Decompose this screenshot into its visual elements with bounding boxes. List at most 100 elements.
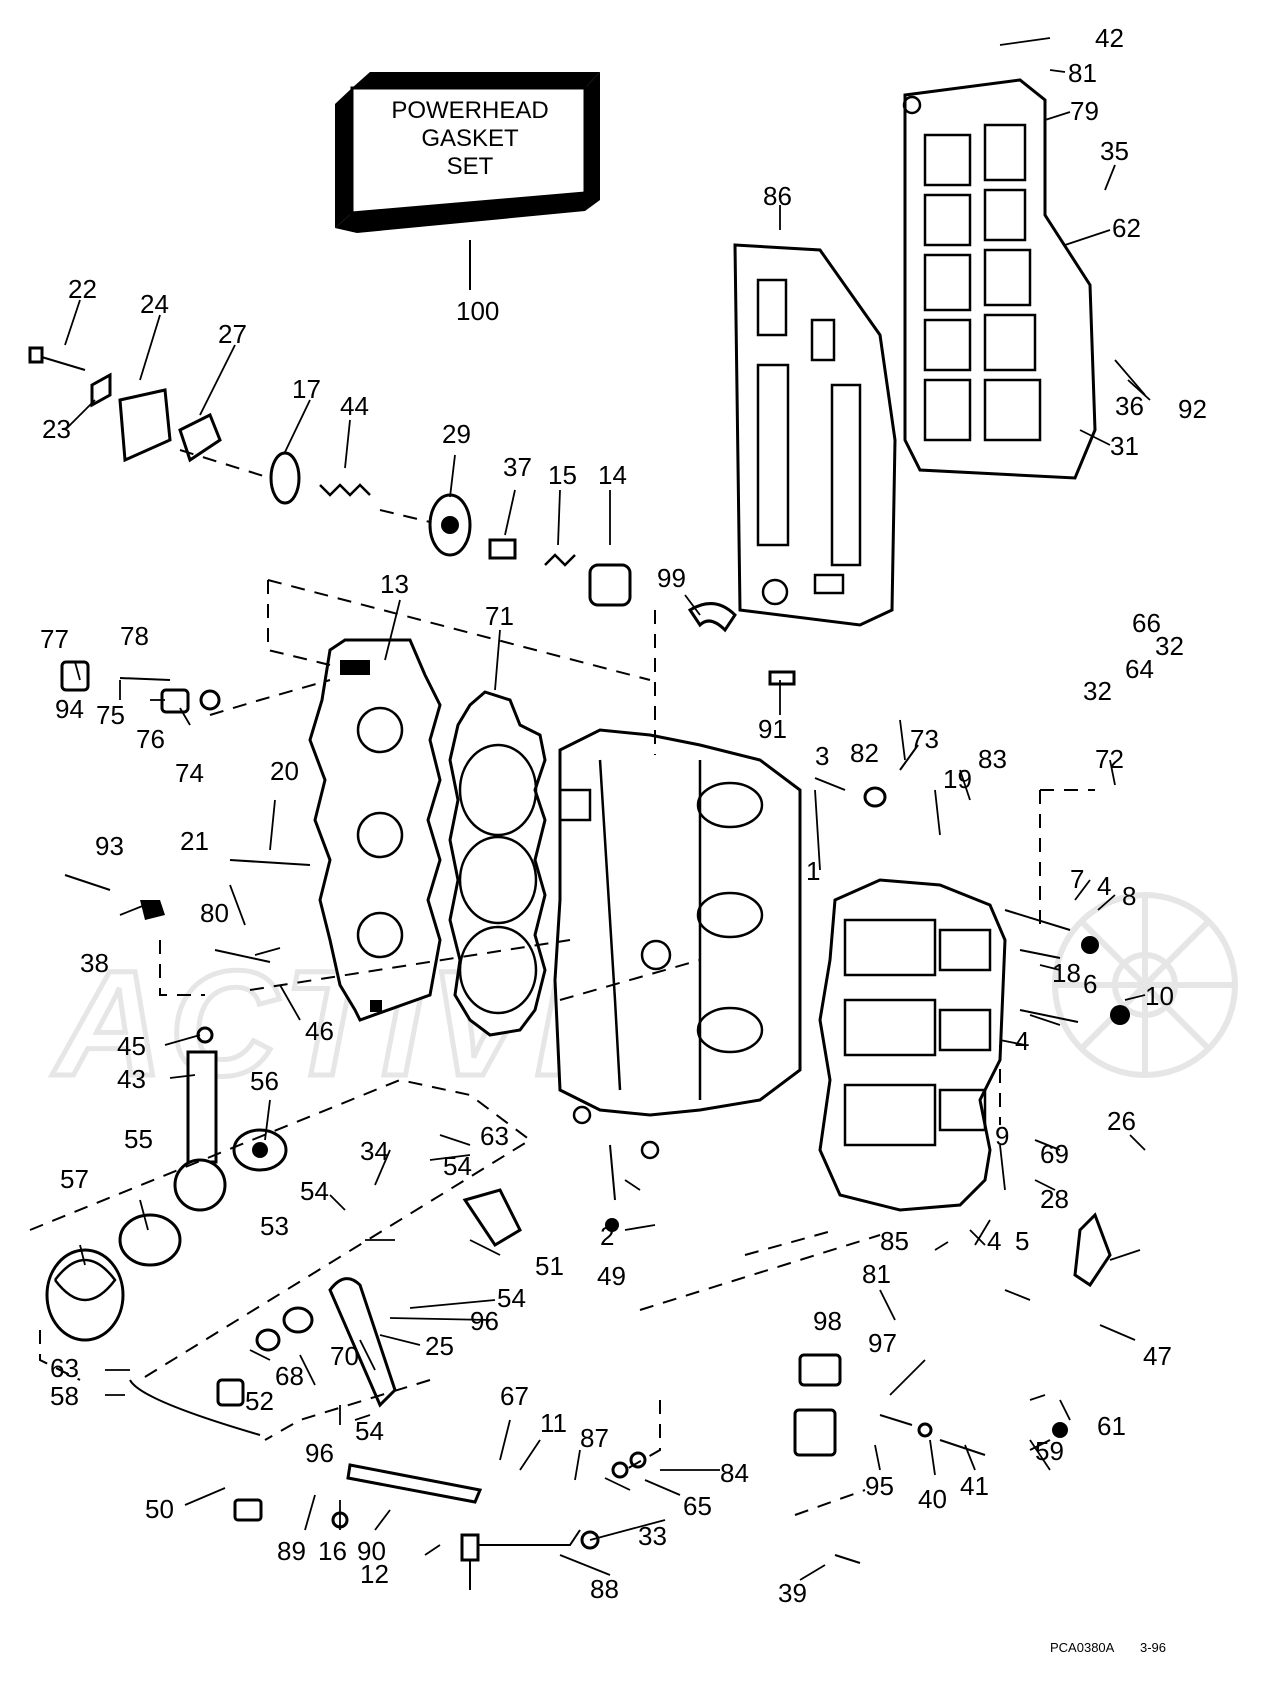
gasket-box-line3: SET	[447, 153, 494, 180]
head-gasket-71	[448, 690, 547, 1037]
callout-96b: 96	[305, 1438, 334, 1468]
callout-81a: 81	[1068, 58, 1097, 88]
callout-64: 64	[1125, 654, 1154, 684]
callout-38: 38	[80, 948, 109, 978]
callout-22: 22	[68, 274, 97, 304]
callout-50: 50	[145, 1494, 174, 1524]
exhaust-cover-31	[902, 78, 1097, 480]
callout-82: 82	[850, 738, 879, 768]
assembly-dashed-lines	[29, 579, 1095, 1516]
callout-20: 20	[270, 756, 299, 786]
callout-7: 7	[1070, 864, 1084, 894]
callout-67: 67	[500, 1381, 529, 1411]
exhaust-gasket-86	[733, 243, 897, 627]
drawing-code: PCA0380A	[1050, 1640, 1115, 1655]
callout-45: 45	[117, 1031, 146, 1061]
callout-74: 74	[175, 758, 204, 788]
callout-93: 93	[95, 831, 124, 861]
callout-4b: 4	[1015, 1026, 1029, 1056]
callout-labels: 100 42 81 79 35 62 36 92 31 86 22 24 27 …	[40, 23, 1207, 1608]
gasket-set-box: POWERHEAD GASKET SET	[335, 72, 600, 290]
callout-42: 42	[1095, 23, 1124, 53]
callout-46: 46	[305, 1016, 334, 1046]
callout-54a: 54	[443, 1151, 472, 1181]
callout-81b: 81	[862, 1259, 891, 1289]
callout-33: 33	[638, 1521, 667, 1551]
callout-65: 65	[683, 1491, 712, 1521]
callout-92: 92	[1178, 394, 1207, 424]
callout-4c: 4	[987, 1226, 1001, 1256]
hardware-parts	[45, 602, 1130, 1590]
drawing-date: 3-96	[1140, 1640, 1166, 1655]
callout-73: 73	[910, 724, 939, 754]
callout-19: 19	[943, 764, 972, 794]
callout-54b: 54	[300, 1176, 329, 1206]
crankcase	[818, 878, 1007, 1212]
callout-52: 52	[245, 1386, 274, 1416]
callout-31: 31	[1110, 431, 1139, 461]
callout-90: 90	[357, 1536, 386, 1566]
callout-62: 62	[1112, 213, 1141, 243]
callout-4a: 4	[1097, 871, 1111, 901]
callout-57: 57	[60, 1164, 89, 1194]
callout-32b: 32	[1083, 676, 1112, 706]
callout-54d: 54	[355, 1416, 384, 1446]
callout-1: 1	[806, 856, 820, 886]
callout-72: 72	[1095, 744, 1124, 774]
callout-89: 89	[277, 1536, 306, 1566]
cylinder-head-13	[308, 638, 442, 1022]
callout-49: 49	[597, 1261, 626, 1291]
callout-40: 40	[918, 1484, 947, 1514]
callout-6: 6	[1083, 969, 1097, 999]
callout-84: 84	[720, 1458, 749, 1488]
callout-21: 21	[180, 826, 209, 856]
callout-3: 3	[815, 741, 829, 771]
callout-70: 70	[330, 1341, 359, 1371]
callout-54c: 54	[497, 1283, 526, 1313]
callout-66: 66	[1132, 608, 1161, 638]
callout-88: 88	[590, 1574, 619, 1604]
watermark-wheel	[1052, 892, 1238, 1078]
callout-41: 41	[960, 1471, 989, 1501]
callout-44: 44	[340, 391, 369, 421]
cylinder-block	[553, 728, 802, 1160]
callout-91: 91	[758, 714, 787, 744]
callout-9: 9	[995, 1121, 1009, 1151]
callout-35: 35	[1100, 136, 1129, 166]
callout-15: 15	[548, 460, 577, 490]
callout-29: 29	[442, 419, 471, 449]
callout-16: 16	[318, 1536, 347, 1566]
callout-51: 51	[535, 1251, 564, 1281]
callout-23: 23	[42, 414, 71, 444]
callout-95: 95	[865, 1471, 894, 1501]
callout-99: 99	[657, 563, 686, 593]
callout-18: 18	[1052, 958, 1081, 988]
callout-37: 37	[503, 452, 532, 482]
callout-59: 59	[1035, 1436, 1064, 1466]
callout-12: 12	[360, 1559, 389, 1589]
callout-13: 13	[380, 569, 409, 599]
callout-98: 98	[813, 1306, 842, 1336]
callout-36: 36	[1115, 391, 1144, 421]
callout-79: 79	[1070, 96, 1099, 126]
callout-100: 100	[456, 296, 499, 326]
callout-14: 14	[598, 460, 627, 490]
drawing-reference: PCA0380A 3-96	[1050, 1640, 1166, 1655]
callout-71: 71	[485, 601, 514, 631]
gasket-box-line1: POWERHEAD	[391, 97, 548, 124]
callout-8: 8	[1122, 881, 1136, 911]
callout-39: 39	[778, 1578, 807, 1608]
callout-47: 47	[1143, 1341, 1172, 1371]
callout-34: 34	[360, 1136, 389, 1166]
callout-56: 56	[250, 1066, 279, 1096]
gasket-box-line2: GASKET	[421, 125, 519, 152]
thermostat-assembly	[28, 346, 632, 607]
callout-2: 2	[600, 1221, 614, 1251]
callout-83: 83	[978, 744, 1007, 774]
callout-63b: 63	[50, 1353, 79, 1383]
callout-97: 97	[868, 1328, 897, 1358]
callout-77: 77	[40, 624, 69, 654]
callout-10: 10	[1145, 981, 1174, 1011]
callout-75: 75	[96, 700, 125, 730]
